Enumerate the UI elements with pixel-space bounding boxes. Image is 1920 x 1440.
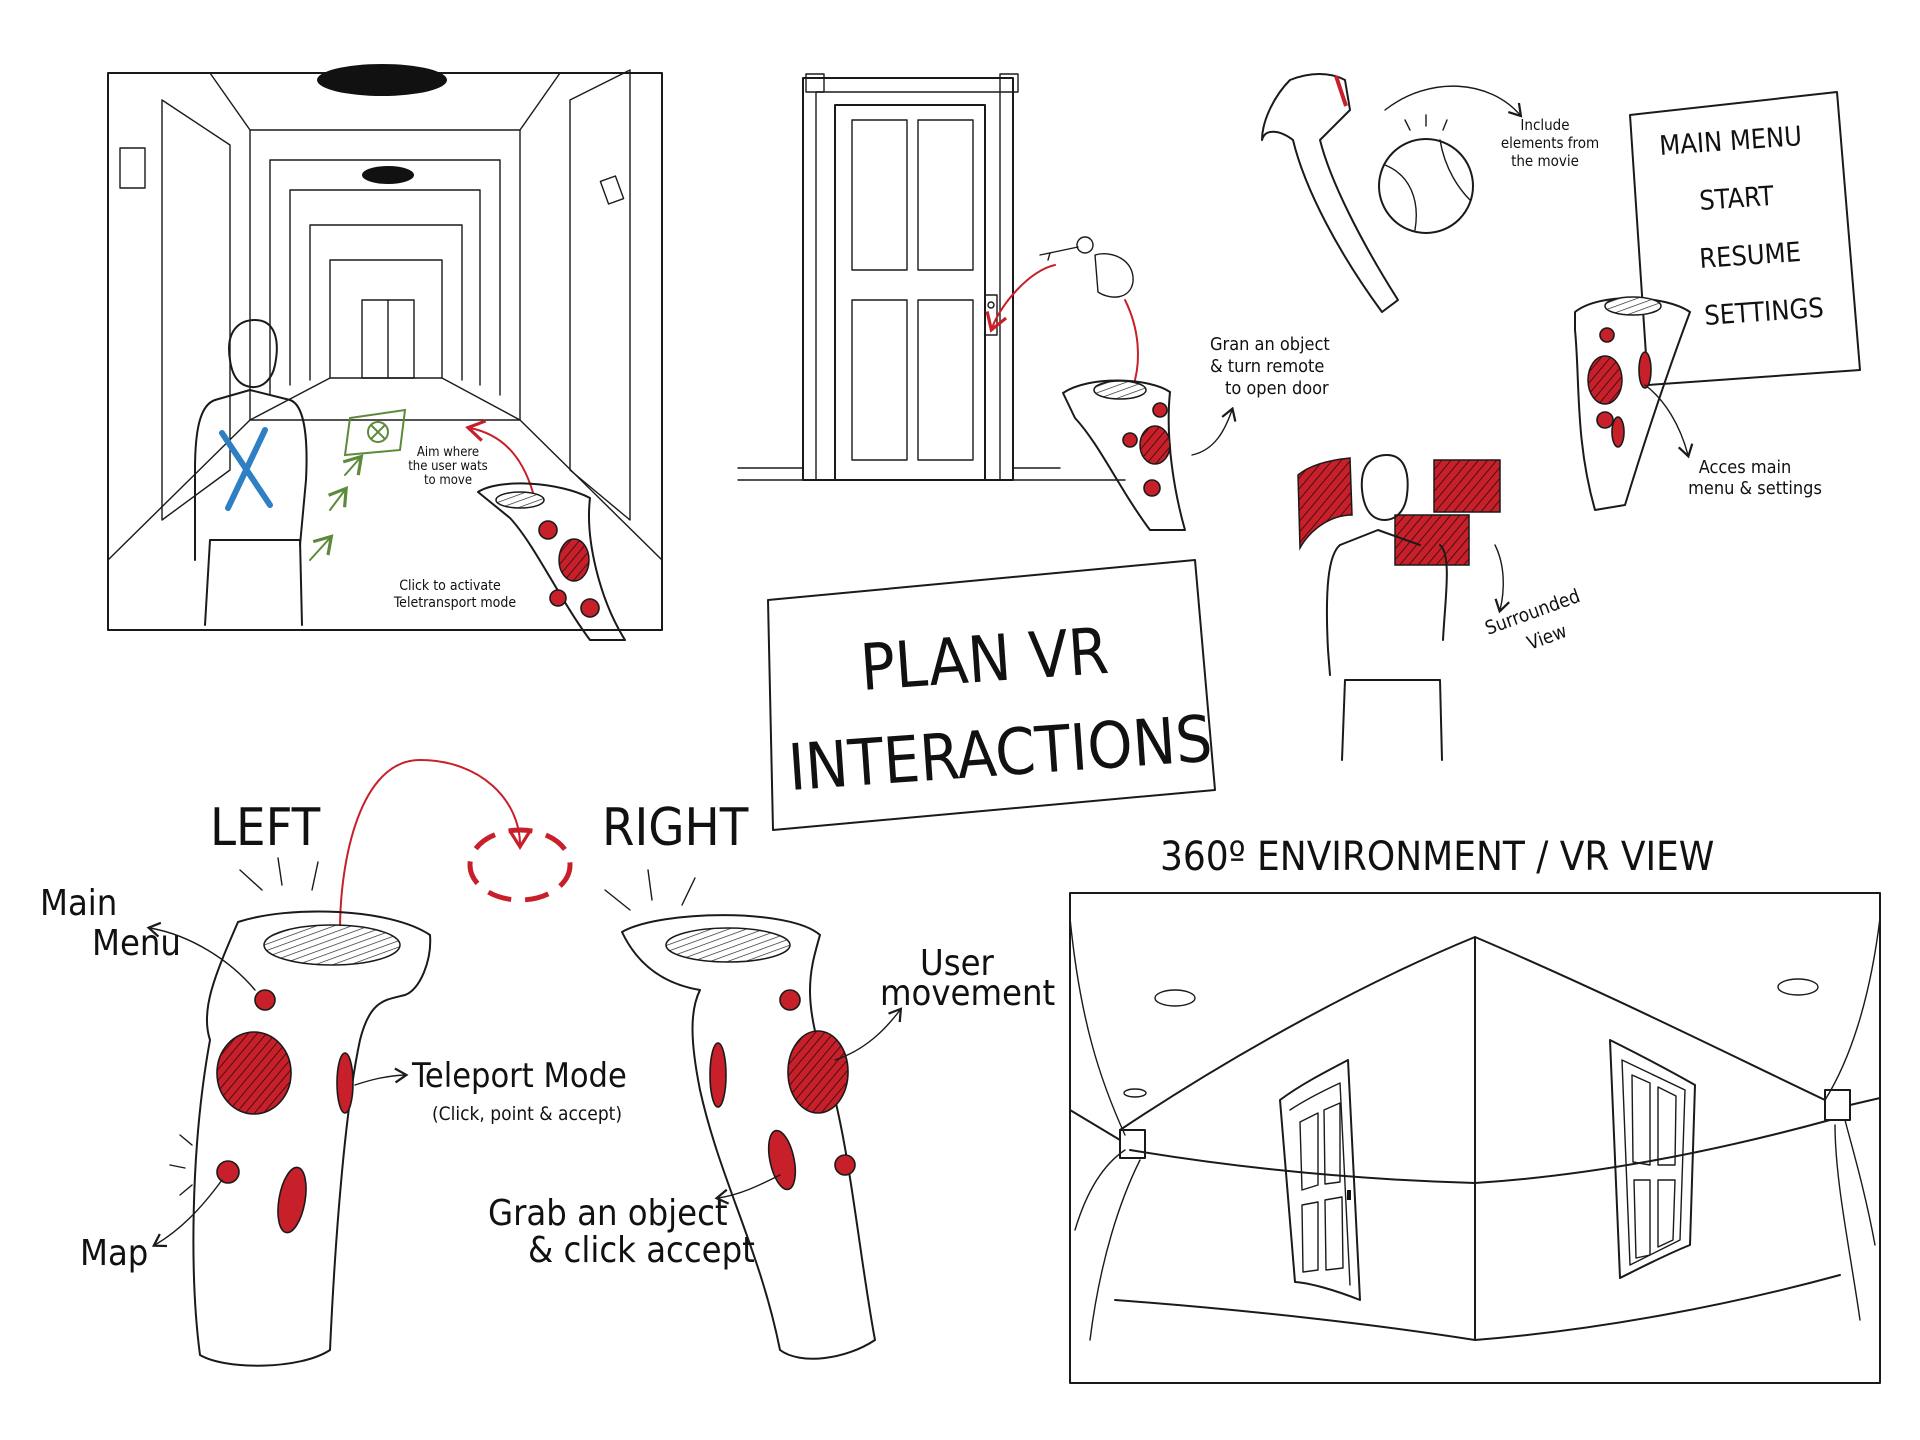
movie-elements-panel: Include elements from the movie [1261,73,1599,313]
page-title-line1: PLAN VR [858,615,1111,706]
include-note-line1: Include [1520,116,1569,134]
aim-note-line2: the user wats [408,459,488,474]
right-label: RIGHT [602,798,749,858]
user-movement-label-line2: movement [880,973,1055,1014]
controllers-panel: LEFT RIGHT Main Menu Map Teleport Mode (… [40,758,1055,1367]
grab-note-line3: to open door [1225,378,1329,399]
hallway-panel: Aim where the user wats to move Click to… [107,64,663,641]
menu-item-start: START [1698,181,1775,217]
teleport-sublabel: (Click, point & accept) [432,1103,622,1125]
grab-label-line2: & click accept [528,1230,755,1271]
aim-note-line3: to move [424,473,472,488]
main-menu-label-line2: Menu [92,923,181,964]
menu-item-main-menu: MAIN MENU [1658,121,1803,162]
title-box: PLAN VR INTERACTIONS [767,559,1216,831]
main-menu-label-line1: Main [40,883,117,924]
menu-note-line1: Acces main [1699,457,1792,478]
left-label: LEFT [210,798,321,858]
teleport-label: Teleport Mode [411,1056,627,1096]
main-menu-card: MAIN MENU START RESUME SETTINGS Acces ma… [1574,91,1861,511]
surrounded-view-panel: Surrounded View [1297,454,1583,761]
grab-note-line2: & turn remote [1210,356,1324,377]
environment-title: 360º ENVIRONMENT / VR VIEW [1160,834,1714,880]
include-note-line3: the movie [1511,152,1579,170]
map-label: Map [80,1233,148,1274]
door-panel: Gran an object & turn remote to open doo… [737,73,1330,531]
menu-item-resume: RESUME [1698,237,1802,275]
grab-note-line1: Gran an object [1210,334,1330,355]
grab-label-line1: Grab an object [488,1193,728,1234]
click-note-line2: Teletransport mode [393,595,516,611]
click-note-line1: Click to activate [399,578,501,594]
aim-note-line1: Aim where [417,445,479,460]
user-movement-label-line1: User [920,943,995,984]
menu-note-line2: menu & settings [1688,478,1822,499]
include-note-line2: elements from [1501,134,1599,152]
page-title-line2: INTERACTIONS [786,703,1215,806]
menu-item-settings: SETTINGS [1703,293,1824,332]
environment-panel: 360º ENVIRONMENT / VR VIEW [1069,834,1881,1384]
surround-note-line2: View [1524,620,1570,655]
